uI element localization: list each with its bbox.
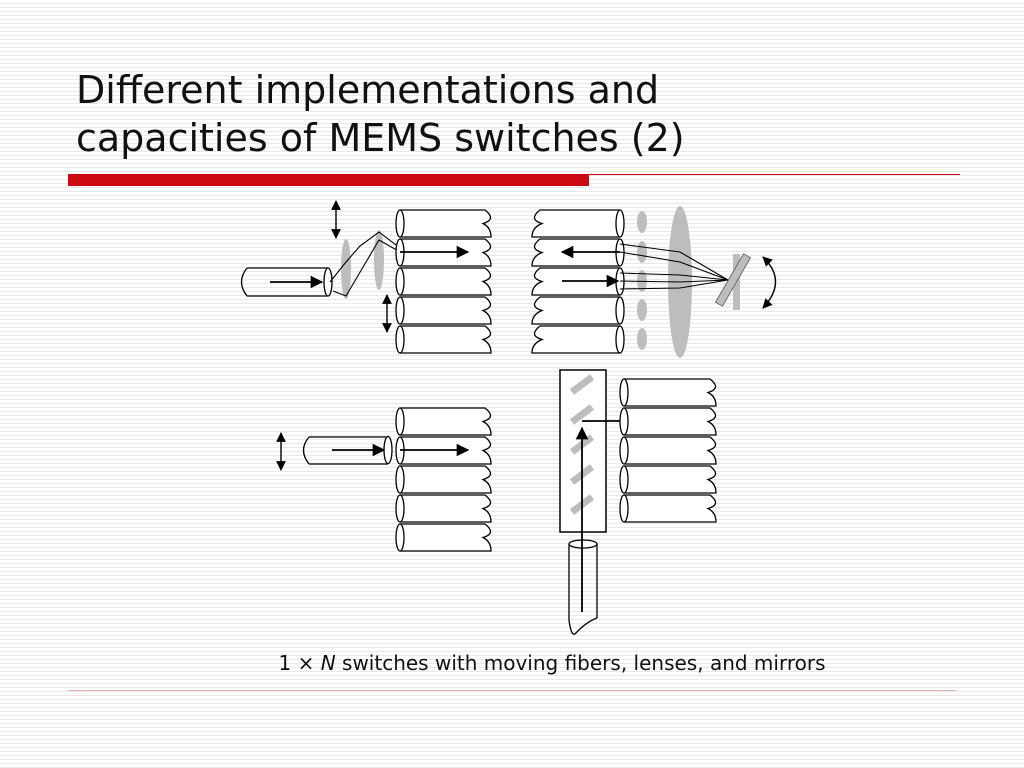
figure-caption: 1 × N switches with moving fibers, lense…: [0, 651, 1024, 675]
caption-variable: N: [320, 651, 336, 675]
fiber: [395, 465, 492, 494]
lens-1: [341, 239, 351, 299]
title-underline-accent: [68, 174, 589, 186]
title-line-1: Different implementations and: [76, 68, 660, 112]
moving-input-fiber: [302, 435, 393, 465]
fiber: [395, 494, 492, 523]
caption-prefix: 1 ×: [278, 651, 321, 675]
fiber: [395, 325, 492, 354]
panel-tilting-mirror: [531, 206, 777, 358]
beam-path: [329, 231, 401, 297]
fiber: [395, 209, 492, 238]
fiber: [531, 209, 625, 238]
title-underline-thin: [589, 174, 960, 175]
fiber: [619, 465, 717, 494]
fiber: [395, 267, 492, 296]
lenslet-column: [637, 211, 647, 350]
output-fiber-array-4: [619, 378, 717, 523]
output-fiber-array-3: [395, 407, 492, 552]
fiber: [395, 296, 492, 325]
fiber: [619, 378, 717, 407]
panel-moving-fiber: [276, 407, 492, 552]
fiber: [619, 436, 717, 465]
tilting-mirror: [714, 253, 752, 307]
vertical-input-fiber: [568, 539, 598, 635]
fiber: [395, 523, 492, 552]
title-line-2: capacities of MEMS switches (2): [76, 116, 685, 160]
fiber: [531, 296, 625, 325]
footer-rule: [68, 690, 956, 691]
slide-title: Different implementations and capacities…: [76, 66, 976, 162]
panel-mirror-array: [559, 369, 717, 635]
fiber: [531, 325, 625, 354]
title-underline: [68, 174, 960, 186]
fiber: [395, 407, 492, 436]
fan-beams: [619, 243, 729, 290]
fiber: [619, 407, 717, 436]
panel-moving-lens: [240, 200, 492, 354]
input-fiber: [240, 267, 333, 297]
caption-suffix: switches with moving fibers, lenses, and…: [335, 651, 826, 675]
fiber: [619, 494, 717, 523]
mirror-tilt-arrow: [762, 256, 777, 309]
output-fiber-array-1: [395, 209, 492, 354]
lens-2: [374, 230, 384, 290]
